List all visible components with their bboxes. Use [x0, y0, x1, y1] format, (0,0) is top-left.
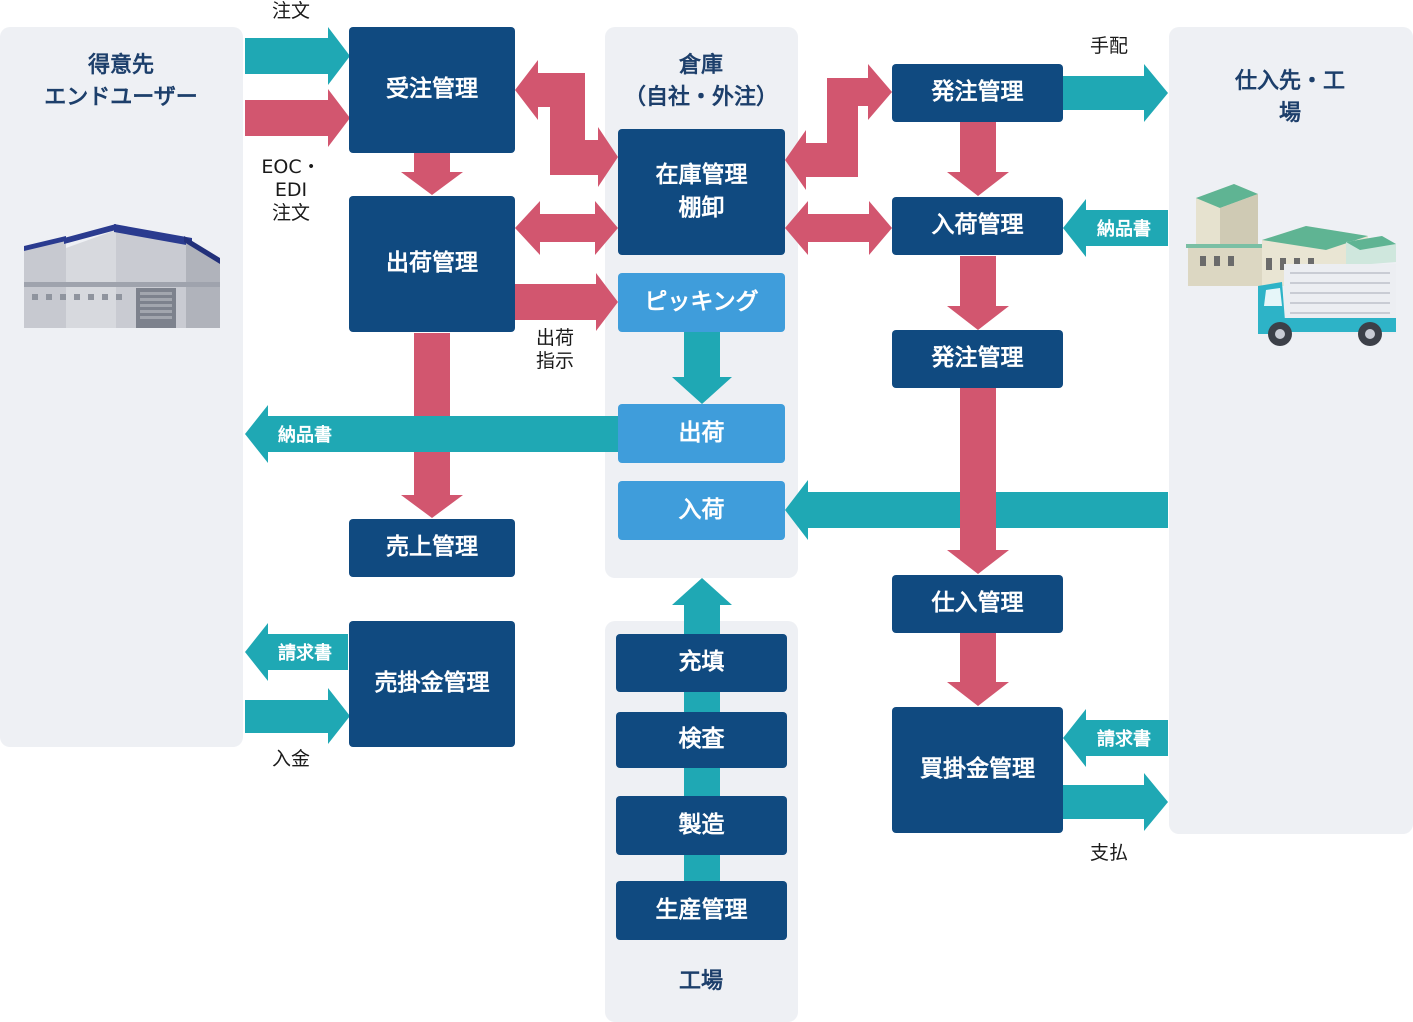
picking-box: ピッキング — [618, 273, 785, 332]
shipping-instruction-arrow — [515, 273, 618, 331]
po-to-receiving-arrow — [947, 122, 1009, 196]
invoice-right-label: 請求書 — [1097, 729, 1151, 750]
manufacturing-box: 製造 — [616, 796, 787, 855]
inventory-receiving-arrow — [785, 201, 892, 255]
inventory-po-arrow — [785, 64, 892, 190]
factory-connector-3 — [684, 855, 720, 881]
order-label: 注文 — [271, 0, 311, 22]
payment-in-label: 入金 — [271, 748, 311, 770]
edi-order-arrow — [245, 89, 350, 147]
payment-out-arrow — [1063, 773, 1168, 831]
invoice-right-arrow — [1063, 709, 1168, 767]
order-to-shipping-arrow — [401, 153, 463, 195]
customer-panel — [0, 27, 243, 747]
purchase-order-box-1: 発注管理 — [892, 64, 1063, 122]
factory-connector-2 — [684, 768, 720, 796]
warehouse-title: 倉庫 （自社・外注） — [623, 53, 779, 110]
order-arrow — [245, 27, 350, 85]
factory-building-icon — [24, 224, 220, 328]
receiving-mgmt-box: 入荷管理 — [892, 197, 1063, 255]
inventory-mgmt-box: 在庫管理 棚卸 — [618, 129, 785, 255]
po2-to-purchase-arrow — [947, 388, 1009, 574]
invoice-left-arrow — [245, 623, 348, 681]
production-mgmt-box: 生産管理 — [616, 881, 787, 940]
receiving-to-po2-arrow — [947, 256, 1009, 330]
arrange-arrow — [1063, 64, 1168, 122]
delivery-note-left-arrow — [245, 405, 618, 463]
invoice-left-label: 請求書 — [278, 643, 332, 664]
delivery-note-right-arrow — [1063, 199, 1168, 257]
purchase-to-payables-arrow — [947, 633, 1009, 706]
shipment-box: 出荷 — [618, 404, 785, 463]
shipping-inventory-arrow — [515, 201, 618, 255]
shipping-instruction-label: 出荷 指示 — [535, 327, 575, 372]
supplier-title: 仕入先・工場 — [1234, 69, 1345, 126]
eoc-edi-order-label: EOC・ EDI 注文 — [261, 156, 321, 224]
delivery-note-right-label: 納品書 — [1097, 219, 1151, 240]
order-inventory-arrow — [515, 60, 618, 187]
supplier-panel — [1169, 27, 1413, 834]
customer-title: 得意先 エンドユーザー — [44, 53, 198, 110]
order-receiving-box: 受注管理 — [349, 27, 515, 153]
delivery-note-left-label: 納品書 — [278, 425, 332, 446]
inspection-box: 検査 — [616, 712, 787, 768]
factory-truck-icon — [1186, 184, 1396, 346]
purchase-mgmt-box: 仕入管理 — [892, 575, 1063, 633]
payables-mgmt-box: 買掛金管理 — [892, 707, 1063, 833]
payment-out-label: 支払 — [1089, 842, 1129, 864]
payment-in-arrow — [245, 688, 350, 744]
filling-box: 充填 — [616, 634, 787, 692]
shipping-mgmt-box: 出荷管理 — [349, 196, 515, 332]
factory-to-warehouse-arrow — [672, 578, 732, 634]
factory-title: 工場 — [678, 969, 724, 994]
arrange-label: 手配 — [1089, 35, 1129, 57]
factory-connector-1 — [684, 692, 720, 712]
picking-to-shipment-arrow — [672, 332, 732, 404]
sales-mgmt-box: 売上管理 — [349, 519, 515, 577]
receivables-mgmt-box: 売掛金管理 — [349, 621, 515, 747]
purchase-order-box-2: 発注管理 — [892, 330, 1063, 388]
receipt-box: 入荷 — [618, 481, 785, 540]
